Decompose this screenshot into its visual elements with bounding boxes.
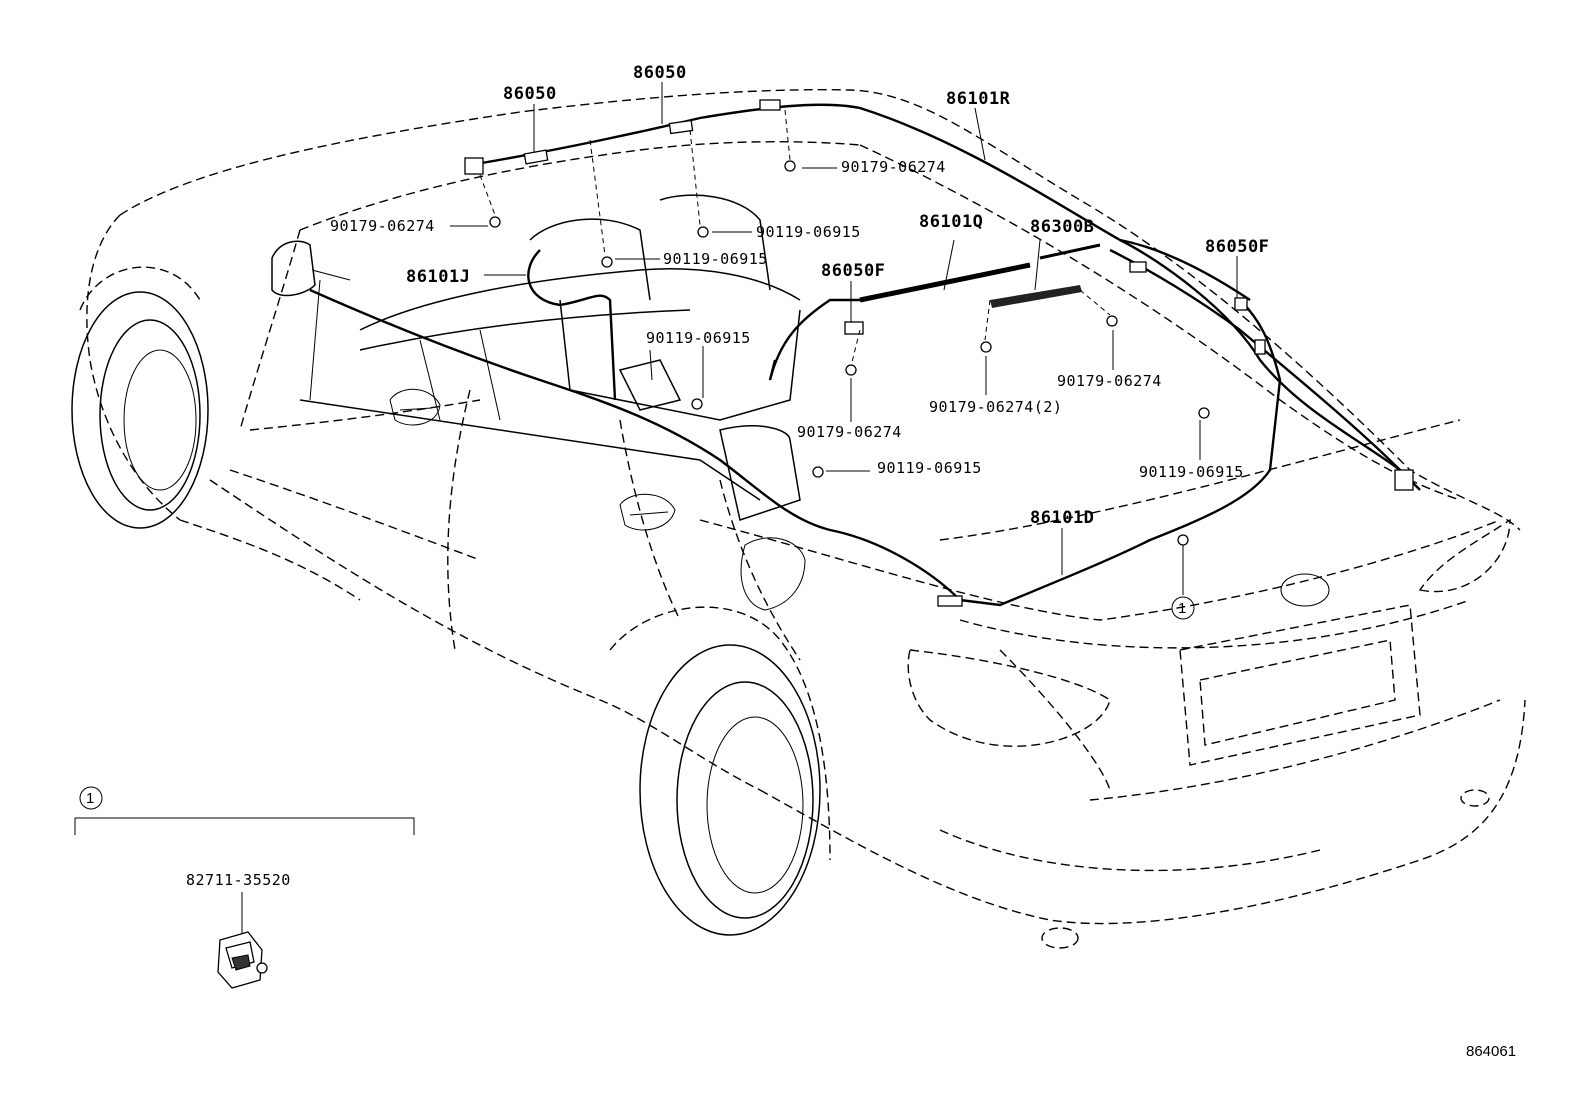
interior-outline bbox=[271, 194, 801, 531]
clip-part-icon bbox=[217, 931, 268, 989]
label-90179-top-right: 90179-06274 bbox=[841, 158, 946, 176]
harness-86050F-center bbox=[768, 298, 860, 381]
label-90119-lower: 90119-06915 bbox=[877, 459, 982, 477]
harness-rear-right bbox=[1109, 238, 1421, 491]
label-90119-mid: 90119-06915 bbox=[663, 250, 768, 268]
callout-marker-number: 1 bbox=[1178, 600, 1186, 617]
inset-part-number: 82711-35520 bbox=[186, 871, 291, 889]
leader-lines bbox=[450, 82, 1238, 595]
label-86050-b: 86050 bbox=[633, 63, 687, 83]
label-90119-upper: 90119-06915 bbox=[756, 223, 861, 241]
front-wheel bbox=[71, 291, 209, 529]
label-86300B: 86300B bbox=[1030, 217, 1094, 237]
callout-marker: 1 bbox=[1171, 596, 1195, 620]
rear-wheel bbox=[639, 644, 821, 936]
label-90179-center-2: 90179-06274(2) bbox=[929, 398, 1062, 416]
figure-id: 864061 bbox=[1466, 1043, 1516, 1060]
label-90119-console: 90119-06915 bbox=[646, 329, 751, 347]
label-90119-right: 90119-06915 bbox=[1139, 463, 1244, 481]
inset-callout-number: 1 bbox=[86, 790, 94, 807]
module-86300B bbox=[990, 285, 1082, 308]
label-86101D: 86101D bbox=[1030, 508, 1094, 528]
label-86050-a: 86050 bbox=[503, 84, 557, 104]
label-86050F-right: 86050F bbox=[1205, 237, 1269, 257]
label-86050F-center: 86050F bbox=[821, 261, 885, 281]
label-86101J: 86101J bbox=[406, 267, 470, 287]
part-labels: 86050 86050 86101R 90179-06274 90179-062… bbox=[330, 63, 1269, 528]
label-90179-right: 90179-06274 bbox=[1057, 372, 1162, 390]
car-body-outline bbox=[79, 88, 1526, 949]
label-90179-center: 90179-06274 bbox=[797, 423, 902, 441]
harness-86101D bbox=[959, 299, 1282, 607]
clips bbox=[489, 160, 1210, 546]
label-86101Q: 86101Q bbox=[919, 212, 983, 232]
detail-inset: 1 82711-35520 bbox=[74, 786, 415, 989]
label-86101R: 86101R bbox=[946, 89, 1011, 109]
label-90179-top-left: 90179-06274 bbox=[330, 217, 435, 235]
harness-86101J bbox=[309, 249, 961, 601]
connectors bbox=[464, 99, 1414, 607]
